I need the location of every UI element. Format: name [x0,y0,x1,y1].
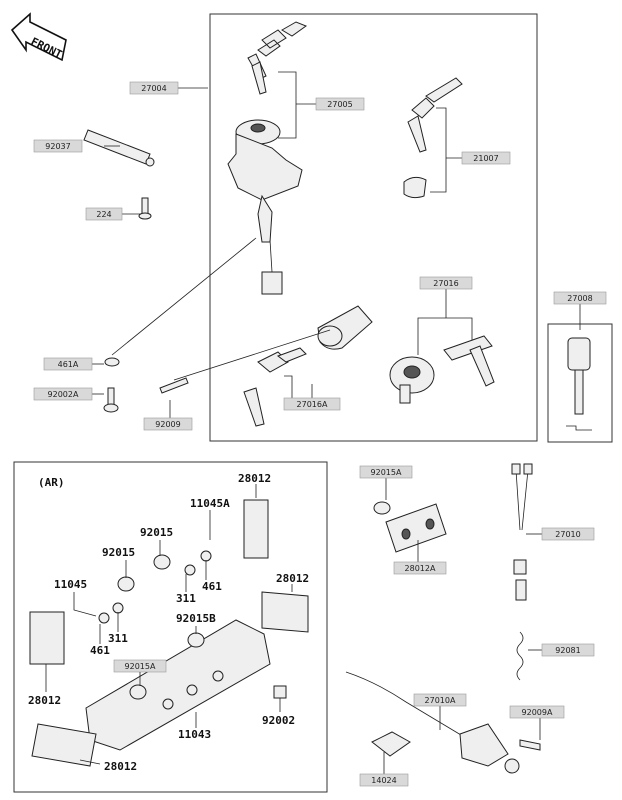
rubber-28012A-drawing [373,501,447,553]
callout-27005: 27005 [315,97,365,111]
svg-text:461A: 461A [58,360,79,369]
callout-92015A-top: 92015A [359,465,413,479]
svg-text:28012A: 28012A [405,564,436,573]
label-28012-a: 28012 [238,472,271,485]
svg-text:27016A: 27016A [297,400,328,409]
callout-27016A: 27016A [283,397,341,411]
screw-92009-drawing [159,377,189,394]
svg-text:92009: 92009 [155,420,180,429]
label-461-a: 461 [202,580,222,593]
callout-92015A-low: 92015A [113,659,167,673]
washer-461A-drawing [104,357,120,367]
ignition-switch-drawing [227,21,308,295]
key-cylinder-21007-drawing [403,77,463,199]
label-92015B: 92015B [176,612,216,625]
callout-461A: 461A [43,357,93,371]
label-92015-b: 92015 [102,546,135,559]
callout-14024: 14024 [359,773,409,787]
svg-text:92015A: 92015A [125,662,156,671]
harness-27010A-drawing [345,671,520,774]
label-28012-c: 28012 [28,694,61,707]
blank-key-27008-drawing [566,337,592,431]
svg-text:92002A: 92002A [48,390,79,399]
label-28012-d: 28012 [104,760,137,773]
spring-92081-drawing [516,631,524,681]
callout-27004: 27004 [129,81,179,95]
label-92002: 92002 [262,714,295,727]
harness-27010-drawing [511,463,533,601]
callout-224: 224 [85,207,123,221]
svg-text:27010A: 27010A [425,696,456,705]
callout-27008: 27008 [553,291,607,305]
label-461-b: 461 [90,644,110,657]
callout-27010: 27010 [541,527,595,541]
callout-92009A: 92009A [509,705,565,719]
label-11045: 11045 [54,578,87,591]
label-311-a: 311 [176,592,196,605]
label-11045A: 11045A [190,497,230,510]
svg-text:27008: 27008 [567,294,592,303]
seat-lock-27016-drawing [389,335,495,404]
label-92015-a: 92015 [140,526,173,539]
svg-text:27016: 27016 [433,279,458,288]
ignition-group-frame [209,13,538,442]
ar-section-frame [13,461,328,793]
callout-27010A: 27010A [413,693,467,707]
callout-92037: 92037 [33,139,83,153]
callout-27016: 27016 [419,276,473,290]
label-311-b: 311 [108,632,128,645]
svg-text:27004: 27004 [141,84,166,93]
ar-section-title: (AR) [38,476,65,489]
callout-92081: 92081 [541,643,595,657]
clamp-14024-drawing [371,731,411,757]
svg-text:14024: 14024 [371,776,396,785]
svg-text:92081: 92081 [555,646,580,655]
lock-27016A-drawing [243,305,373,427]
label-28012-b: 28012 [276,572,309,585]
svg-text:27010: 27010 [555,530,580,539]
svg-text:27005: 27005 [327,100,352,109]
callout-28012A: 28012A [393,561,447,575]
ar-bracket-drawing [29,499,309,767]
svg-text:21007: 21007 [473,154,498,163]
svg-text:92015A: 92015A [371,468,402,477]
svg-text:92037: 92037 [45,142,70,151]
callout-92002A: 92002A [33,387,93,401]
bolt-92002A-drawing [103,387,119,413]
svg-text:92009A: 92009A [522,708,553,717]
label-11043: 11043 [178,728,211,741]
screw-224-drawing [138,197,152,220]
callout-92009: 92009 [143,417,193,431]
screw-92009A-drawing [519,739,541,751]
bracket-92037-drawing [83,129,155,167]
svg-text:224: 224 [96,210,111,219]
front-arrow-icon: FRONT [10,12,67,61]
callout-21007: 21007 [461,151,511,165]
